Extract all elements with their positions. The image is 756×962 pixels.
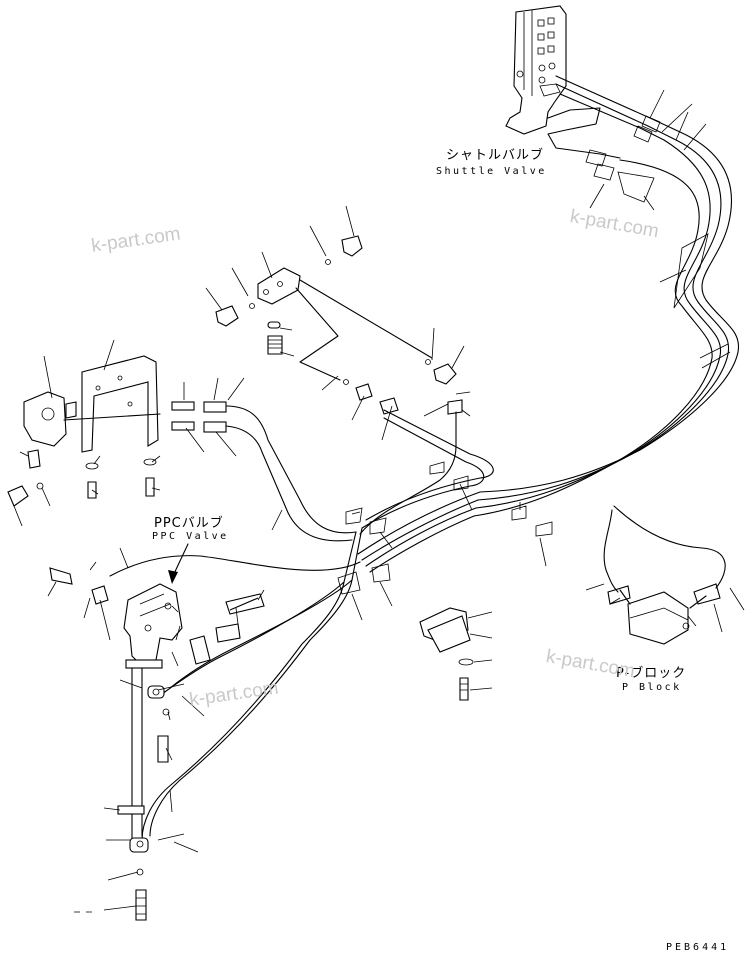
ppc-valve-label-jp: PPCバルブ bbox=[154, 516, 224, 531]
leader-lines bbox=[13, 89, 745, 911]
shuttle-valve-block bbox=[505, 5, 567, 135]
left-valve-unit bbox=[7, 391, 77, 507]
p-block-label-en: P Block bbox=[622, 682, 682, 693]
long-hose-bundle bbox=[473, 131, 740, 517]
clamp-set bbox=[419, 607, 474, 701]
central-hose-bundle bbox=[109, 409, 553, 841]
shuttle-valve-tubes bbox=[547, 75, 681, 203]
drawing-code: PEB6441 bbox=[666, 942, 730, 953]
ppc-valve bbox=[49, 567, 265, 667]
shuttle-valve-label-en: Shuttle Valve bbox=[436, 166, 547, 177]
p-block bbox=[603, 505, 726, 645]
elbow-fittings bbox=[215, 235, 463, 415]
bracket-fittings-hoses bbox=[171, 401, 357, 542]
ppc-label-arrow bbox=[168, 543, 189, 584]
p-block-label-jp: P-ブロック bbox=[616, 666, 687, 681]
mounting-bracket bbox=[63, 355, 161, 499]
shuttle-valve-label-jp: シャトルバルブ bbox=[446, 148, 545, 163]
ppc-valve-label-en: PPC Valve bbox=[152, 531, 229, 542]
manifold-block bbox=[249, 259, 433, 385]
ppc-mount-rod bbox=[117, 659, 185, 921]
